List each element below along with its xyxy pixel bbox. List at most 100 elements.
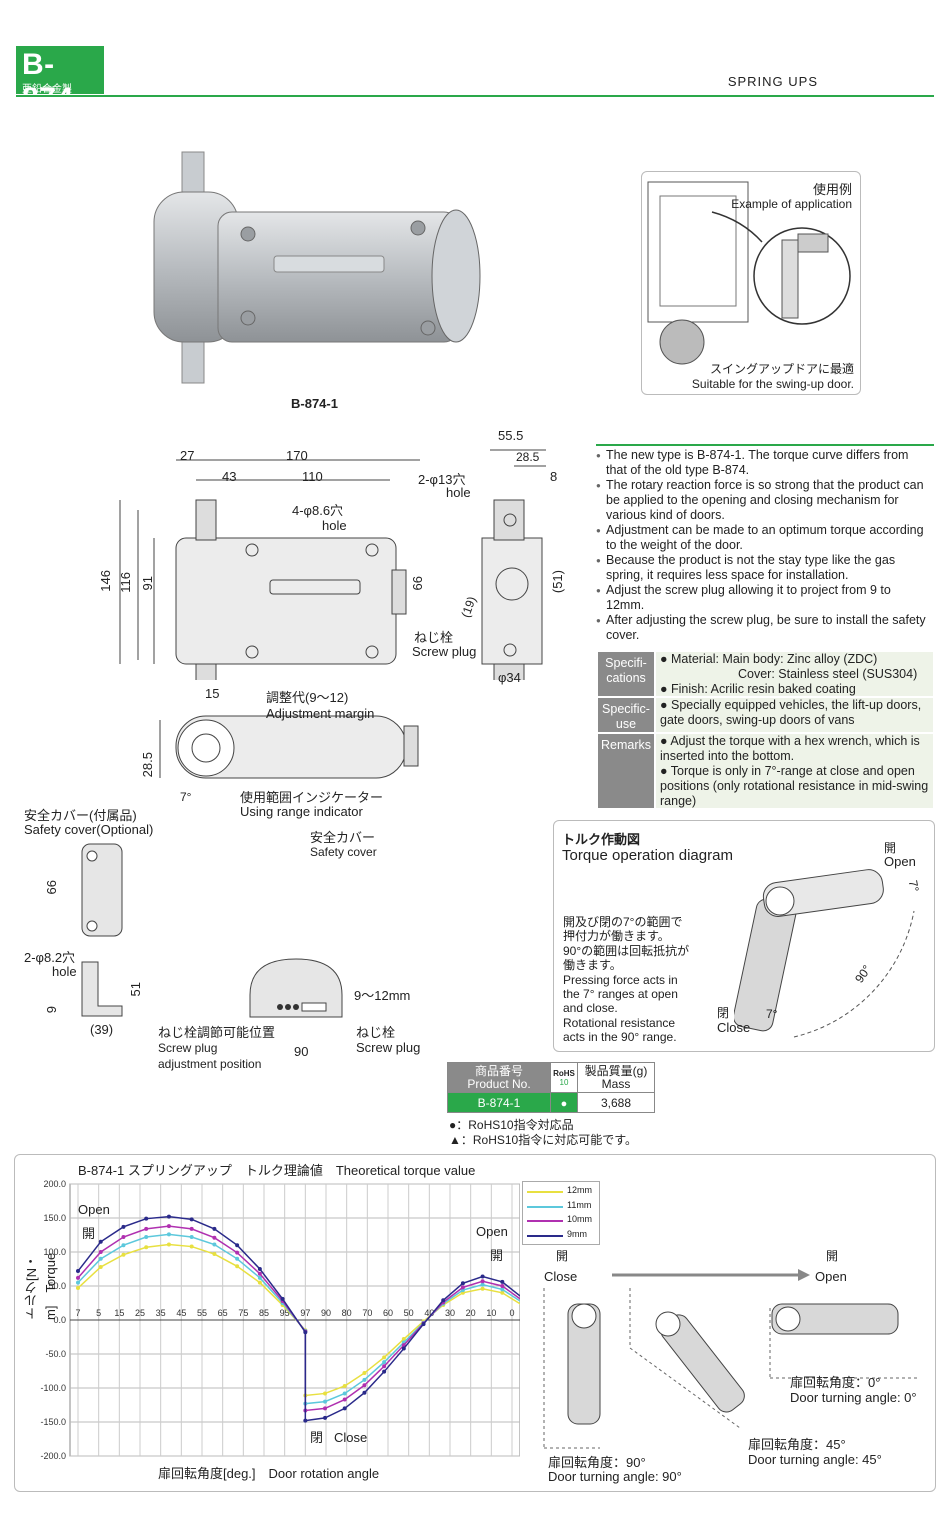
chart-ytick: -100.0 xyxy=(40,1383,66,1393)
chart-xtick: 90 xyxy=(321,1308,331,1318)
motion-sequence xyxy=(543,1269,920,1449)
chart-point xyxy=(362,1371,367,1376)
motion-open-jp: 開 xyxy=(826,1249,839,1263)
chart-point xyxy=(235,1243,240,1248)
op-open-jp: 開 xyxy=(884,841,897,855)
chart-point xyxy=(500,1290,505,1295)
application-illustration xyxy=(647,181,851,365)
torque-desc-line: acts in the 90° range. xyxy=(563,1030,677,1045)
indicator-en: Using range indicator xyxy=(240,804,363,819)
feature-item: Adjust the screw plug allowing it to pro… xyxy=(596,583,932,613)
chart-ytick: -200.0 xyxy=(40,1451,66,1461)
chart-point xyxy=(303,1418,308,1423)
torque-operation-panel: トルク作動図 Torque operation diagram 開及び閉の7°の… xyxy=(553,820,935,1052)
chart-xtick: 50 xyxy=(404,1308,414,1318)
cover-dim-51: 51 xyxy=(128,982,143,997)
torque-op-desc: 開及び閉の7°の範囲で押付力が働きます。90°の範囲は回転抵抗が働きます。Pre… xyxy=(563,915,689,1045)
legend-swatch xyxy=(527,1234,563,1237)
chart-point xyxy=(500,1287,505,1292)
chart-ytick: 100.0 xyxy=(43,1247,66,1257)
torque-desc-line: 押付力が働きます。 xyxy=(563,929,670,944)
op-open-en: Open xyxy=(884,854,916,869)
cover-hole-en: hole xyxy=(52,964,77,979)
chart-point xyxy=(480,1274,485,1279)
chart-point xyxy=(460,1281,465,1286)
screw-plug-jp: ねじ栓 xyxy=(414,630,454,645)
product-code-badge: B-874 亜鉛合金製 xyxy=(16,46,104,115)
chart-point xyxy=(189,1226,194,1231)
chart-xtick: 10 xyxy=(486,1308,496,1318)
legend-label: 9mm xyxy=(567,1228,587,1239)
chart-point xyxy=(421,1322,426,1327)
chart-xtick: 25 xyxy=(135,1308,145,1318)
dim-8: 8 xyxy=(550,469,558,484)
safety-cover-opt-jp: 安全カバー(付属品) xyxy=(24,808,137,823)
chart-xtick: 65 xyxy=(218,1308,228,1318)
chart-xtick: 60 xyxy=(383,1308,393,1318)
chart-point xyxy=(280,1296,285,1301)
chart-point xyxy=(500,1284,505,1288)
dim-27: 27 xyxy=(180,448,195,463)
td-rohs-mark: ● xyxy=(550,1092,578,1113)
td-product-no: B-874-1 xyxy=(447,1092,551,1113)
th-mass-jp: 製品質量(g) xyxy=(584,1063,648,1078)
dim-110: 110 xyxy=(302,469,323,484)
chart-open-label-left: Open xyxy=(78,1202,110,1217)
spec-value: ● Adjust the torque with a hex wrench, w… xyxy=(656,734,933,808)
chart-point xyxy=(98,1264,103,1269)
chart-point xyxy=(362,1377,367,1382)
torque-desc-line: Pressing force acts in xyxy=(563,972,678,987)
material-label: 亜鉛合金製 xyxy=(22,84,72,95)
features-rule xyxy=(596,444,934,446)
chart-ytick: 200.0 xyxy=(43,1179,66,1189)
chart-point xyxy=(480,1279,485,1284)
spec-label: Specific- use xyxy=(598,698,654,732)
feature-item: Adjustment can be made to an optimum tor… xyxy=(596,523,932,553)
range-9-12: 9～12mm xyxy=(354,988,411,1003)
spec-value: ● Specially equipped vehicles, the lift-… xyxy=(656,698,933,732)
spec-line: ● Adjust the torque with a hex wrench, w… xyxy=(660,734,920,763)
chart-point xyxy=(144,1245,149,1250)
chart-point xyxy=(98,1250,103,1254)
chart-point xyxy=(303,1330,308,1335)
chart-point xyxy=(401,1346,406,1351)
legend-item: 10mm xyxy=(527,1214,597,1227)
chart-point xyxy=(76,1280,80,1285)
motion-close-jp: 開 xyxy=(556,1249,569,1263)
chart-point xyxy=(257,1280,262,1285)
dim-43: 43 xyxy=(222,469,237,484)
chart-point xyxy=(342,1406,347,1411)
op-close-en: Close xyxy=(717,1020,751,1035)
application-title-en: Example of application xyxy=(731,197,852,211)
chart-xtick: 75 xyxy=(238,1308,248,1318)
chart-point xyxy=(382,1360,387,1365)
chart-point xyxy=(323,1406,328,1411)
rohs-note-2: ▲：RoHS10指令に対応可能です。 xyxy=(449,1133,638,1147)
spec-line: ● Material: Main body: Zinc alloy (ZDC) xyxy=(660,652,878,666)
th-mass-en: Mass xyxy=(601,1076,631,1091)
spec-value: ● Material: Main body: Zinc alloy (ZDC)C… xyxy=(656,652,933,696)
chart-point xyxy=(441,1298,446,1303)
td-mass: 3,688 xyxy=(577,1092,655,1113)
spec-label: Specifi- cations xyxy=(598,652,654,696)
rohs-note-1: ●：RoHS10指令対応品 xyxy=(449,1118,574,1132)
cover-hole-jp: 2-φ8.2穴 xyxy=(24,950,76,965)
legend-label: 10mm xyxy=(567,1214,593,1224)
chart-point xyxy=(121,1243,126,1248)
adjust-margin-jp: 調整代(9～12) xyxy=(266,690,349,705)
chart-close-jp: 閉 xyxy=(310,1430,323,1445)
op-close-jp: 閉 xyxy=(717,1006,730,1020)
adjust-margin-en: Adjustment margin xyxy=(266,706,375,721)
legend-swatch xyxy=(527,1205,563,1208)
chart-xtick: 20 xyxy=(466,1308,476,1318)
features-list: The new type is B-874-1. The torque curv… xyxy=(596,448,932,643)
torque-desc-line: Rotational resistance xyxy=(563,1015,676,1030)
chart-point xyxy=(235,1250,240,1255)
chart-point xyxy=(257,1271,262,1276)
motion-angle-0-en: Door turning angle: 0° xyxy=(790,1390,917,1405)
chart-point xyxy=(166,1214,171,1219)
torque-desc-line: and close. xyxy=(563,1001,618,1016)
